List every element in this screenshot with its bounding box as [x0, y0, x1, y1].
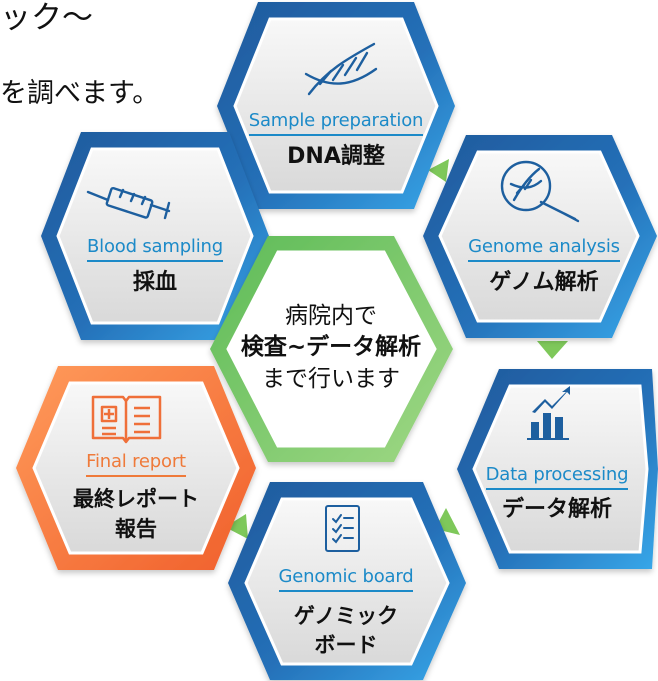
dna-magnifier-icon [500, 160, 580, 223]
final-report-jp-line-2: 報告 [115, 517, 157, 541]
final-report-label: Final report [46, 451, 226, 477]
intro-line-2: を調べます。 [0, 78, 160, 109]
hex-final-report [16, 366, 256, 570]
hex-genome-analysis [423, 135, 657, 338]
genomic-board-jp-line-2: ボード [314, 633, 378, 657]
center-line-2: 検査~データ解析 [240, 334, 422, 360]
genome-analysis-label: Genome analysis [454, 236, 634, 262]
genomic-board-jp-line-1: ゲノミック [293, 604, 399, 628]
arrow-2 [428, 159, 449, 182]
hex-center [210, 236, 453, 462]
data-processing-en: Data processing [485, 464, 629, 490]
genomic-board-en: Genomic board [278, 566, 414, 592]
dna-icon [304, 42, 378, 96]
blood-sampling-jp: 採血 [132, 270, 177, 295]
center-line-1: 病院内で [285, 303, 377, 329]
genome-analysis-en: Genome analysis [468, 236, 620, 262]
arrow-5 [225, 514, 248, 539]
genome-analysis-jp: ゲノム解析 [489, 270, 599, 295]
final-report-jp-line-1: 最終レポート [73, 487, 199, 511]
intro-line-1: ック〜 [0, 0, 93, 36]
sample-preparation-label: Sample preparation [248, 110, 424, 136]
sample-preparation-en: Sample preparation [248, 110, 423, 136]
report-book-icon [91, 395, 162, 444]
center-line-3: まで行います [262, 366, 400, 392]
syringe-icon [86, 186, 171, 220]
data-processing-label: Data processing [467, 464, 647, 490]
arrow-3 [537, 341, 568, 359]
data-processing-jp: データ解析 [501, 497, 612, 522]
genomic-board-label: Genomic board [256, 566, 436, 592]
sample-preparation-jp: DNA調整 [287, 144, 385, 169]
checklist-icon [325, 505, 360, 552]
bar-chart-icon [527, 386, 570, 440]
hex-blood-sampling [41, 132, 269, 340]
blood-sampling-en: Blood sampling [87, 236, 223, 262]
hex-sample-preparation [217, 2, 455, 209]
hex-data-processing [457, 369, 658, 569]
hex-genomic-board [228, 482, 466, 680]
final-report-en: Final report [86, 451, 186, 477]
blood-sampling-label: Blood sampling [67, 236, 243, 262]
